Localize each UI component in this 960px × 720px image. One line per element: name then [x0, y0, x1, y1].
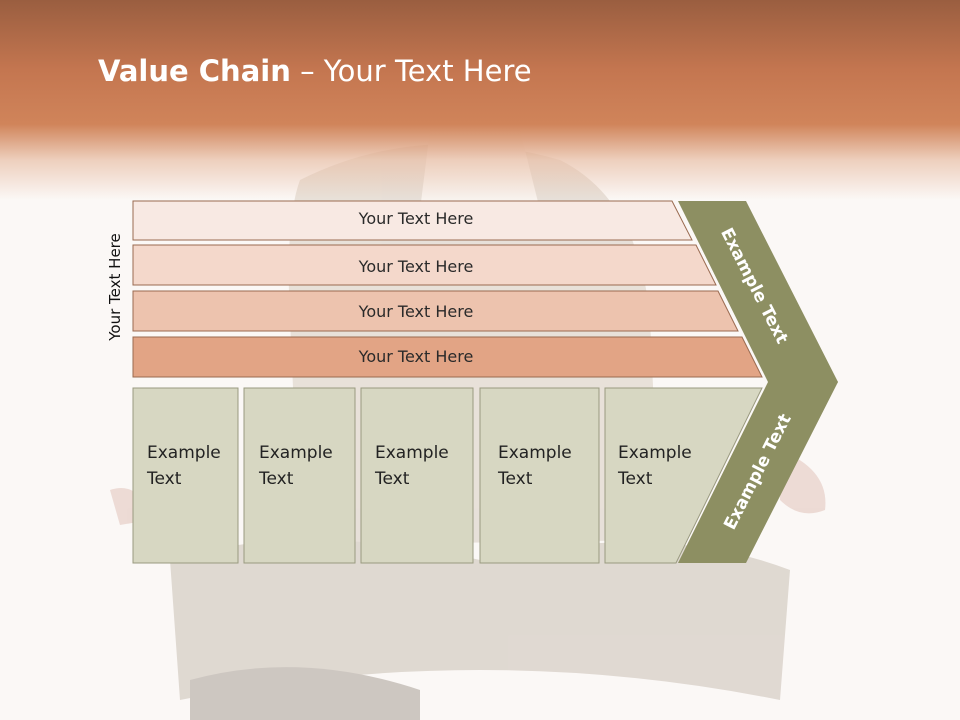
- cell-line2: Text: [147, 469, 182, 489]
- cell-shape-5[interactable]: [604, 387, 763, 564]
- cell-shape-3[interactable]: [360, 387, 474, 564]
- cell-line2: Text: [259, 469, 294, 489]
- header-band: [0, 0, 960, 200]
- cell-line2: Text: [618, 469, 653, 489]
- cell-line2: Text: [498, 469, 533, 489]
- cell-line1: Example: [498, 443, 572, 463]
- side-label: Your Text Here: [106, 233, 124, 341]
- cell-line1: Example: [259, 443, 333, 463]
- cell-line1: Example: [147, 443, 221, 463]
- row-label-1: Your Text Here: [358, 209, 474, 228]
- slide-title: Value Chain – Your Text Here: [98, 54, 532, 88]
- cell-shape-4[interactable]: [479, 387, 600, 564]
- row-label-4: Your Text Here: [358, 347, 474, 366]
- cell-shape-1[interactable]: [132, 387, 239, 564]
- cell-shape-2[interactable]: [243, 387, 356, 564]
- reflection: [0, 565, 960, 705]
- slide-title-bold: Value Chain: [98, 54, 291, 88]
- slide-title-rest: – Your Text Here: [290, 54, 532, 88]
- row-shape-4[interactable]: [132, 336, 763, 378]
- row-shape-1[interactable]: [132, 200, 693, 241]
- cell-line1: Example: [375, 443, 449, 463]
- row-label-3: Your Text Here: [358, 302, 474, 321]
- cell-line2: Text: [375, 469, 410, 489]
- row-shape-2[interactable]: [132, 244, 717, 286]
- row-shape-3[interactable]: [132, 290, 739, 332]
- row-label-2: Your Text Here: [358, 257, 474, 276]
- cell-line1: Example: [618, 443, 692, 463]
